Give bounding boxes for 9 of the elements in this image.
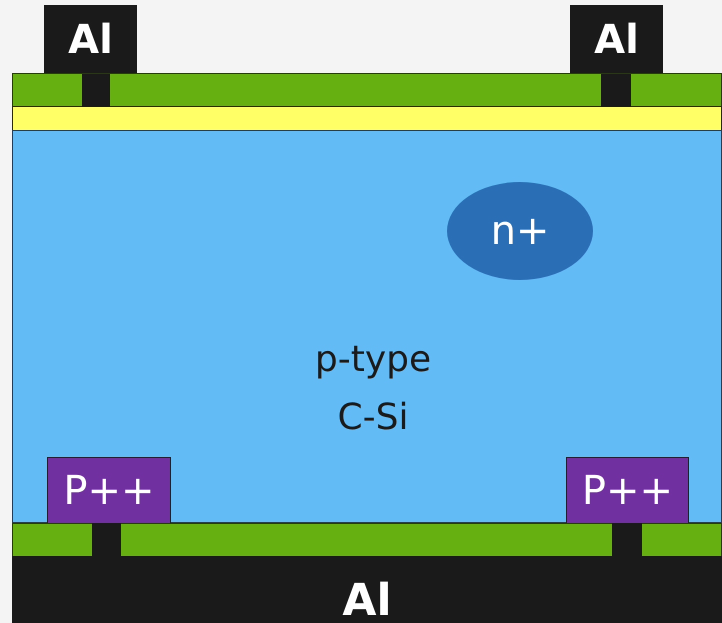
- metal-contact: Al: [570, 5, 663, 75]
- substrate-layer: [12, 130, 722, 523]
- layer-label: p-type C-Si: [314, 338, 432, 440]
- metal-layer: Al: [12, 556, 722, 623]
- doped-region: n+: [447, 182, 593, 280]
- doped-region: P++: [47, 457, 171, 524]
- metal-contact: Al: [44, 5, 137, 75]
- doped-region: P++: [566, 457, 689, 524]
- coating-layer: [12, 106, 722, 131]
